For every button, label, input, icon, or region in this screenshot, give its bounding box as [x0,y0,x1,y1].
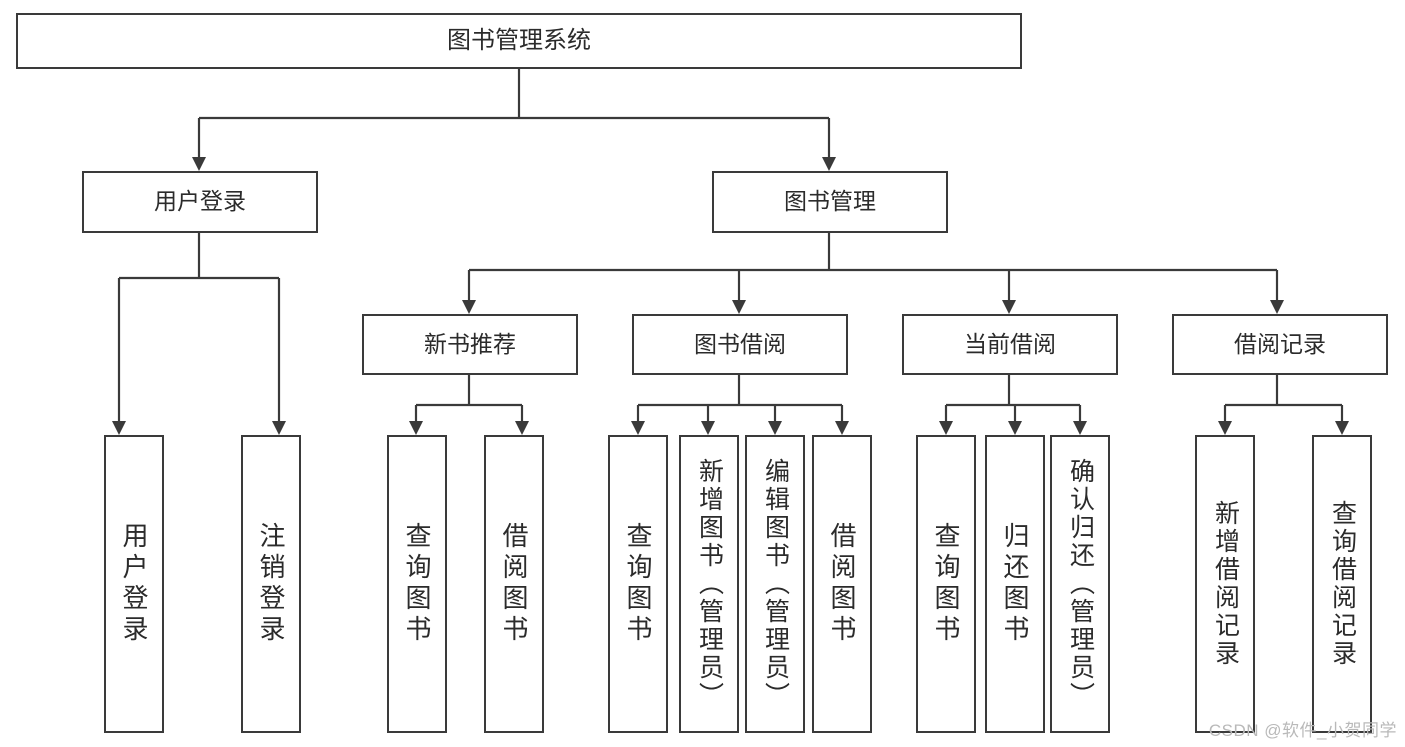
node-book-manage[interactable]: 图书管理 [712,171,948,233]
node-new-book-recommend-label: 新书推荐 [424,330,516,357]
node-root[interactable]: 图书管理系统 [16,13,1022,69]
node-book-borrow[interactable]: 图书借阅 [632,314,848,375]
node-leaf-confirm-return-admin[interactable]: 确认归还（管理员） [1050,435,1110,733]
node-leaf-logout-login-label: 注销登录 [256,522,286,646]
node-leaf-add-book-admin-label: 新增图书（管理员） [695,458,724,710]
node-book-borrow-label: 图书借阅 [694,330,786,357]
node-borrow-record[interactable]: 借阅记录 [1172,314,1388,375]
node-current-borrow-label: 当前借阅 [964,330,1056,357]
node-leaf-add-borrow-record[interactable]: 新增借阅记录 [1195,435,1255,733]
node-leaf-return-book[interactable]: 归还图书 [985,435,1045,733]
node-leaf-borrow-book-1[interactable]: 借阅图书 [484,435,544,733]
node-leaf-query-book-1[interactable]: 查询图书 [387,435,447,733]
node-new-book-recommend[interactable]: 新书推荐 [362,314,578,375]
node-leaf-add-book-admin[interactable]: 新增图书（管理员） [679,435,739,733]
node-leaf-add-borrow-record-label: 新增借阅记录 [1211,500,1240,668]
node-leaf-query-borrow-record-label: 查询借阅记录 [1328,500,1357,668]
node-leaf-query-book-3-label: 查询图书 [931,522,961,646]
node-leaf-user-login[interactable]: 用户登录 [104,435,164,733]
node-user-login-label: 用户登录 [154,188,246,215]
node-user-login[interactable]: 用户登录 [82,171,318,233]
csdn-watermark: CSDN @软件_小贺同学 [1208,721,1397,740]
node-current-borrow[interactable]: 当前借阅 [902,314,1118,375]
node-leaf-confirm-return-admin-label: 确认归还（管理员） [1066,458,1095,710]
node-leaf-return-book-label: 归还图书 [1000,522,1030,646]
node-leaf-query-book-3[interactable]: 查询图书 [916,435,976,733]
node-leaf-edit-book-admin-label: 编辑图书（管理员） [761,458,790,710]
node-book-manage-label: 图书管理 [784,188,876,215]
node-leaf-user-login-label: 用户登录 [119,522,149,646]
node-leaf-query-book-1-label: 查询图书 [402,522,432,646]
node-leaf-borrow-book-2[interactable]: 借阅图书 [812,435,872,733]
node-borrow-record-label: 借阅记录 [1234,330,1326,357]
node-leaf-edit-book-admin[interactable]: 编辑图书（管理员） [745,435,805,733]
node-leaf-query-book-2-label: 查询图书 [623,522,653,646]
node-leaf-query-borrow-record[interactable]: 查询借阅记录 [1312,435,1372,733]
node-leaf-query-book-2[interactable]: 查询图书 [608,435,668,733]
node-leaf-borrow-book-1-label: 借阅图书 [499,522,529,646]
node-root-label: 图书管理系统 [447,26,591,54]
node-leaf-borrow-book-2-label: 借阅图书 [827,522,857,646]
node-leaf-logout-login[interactable]: 注销登录 [241,435,301,733]
